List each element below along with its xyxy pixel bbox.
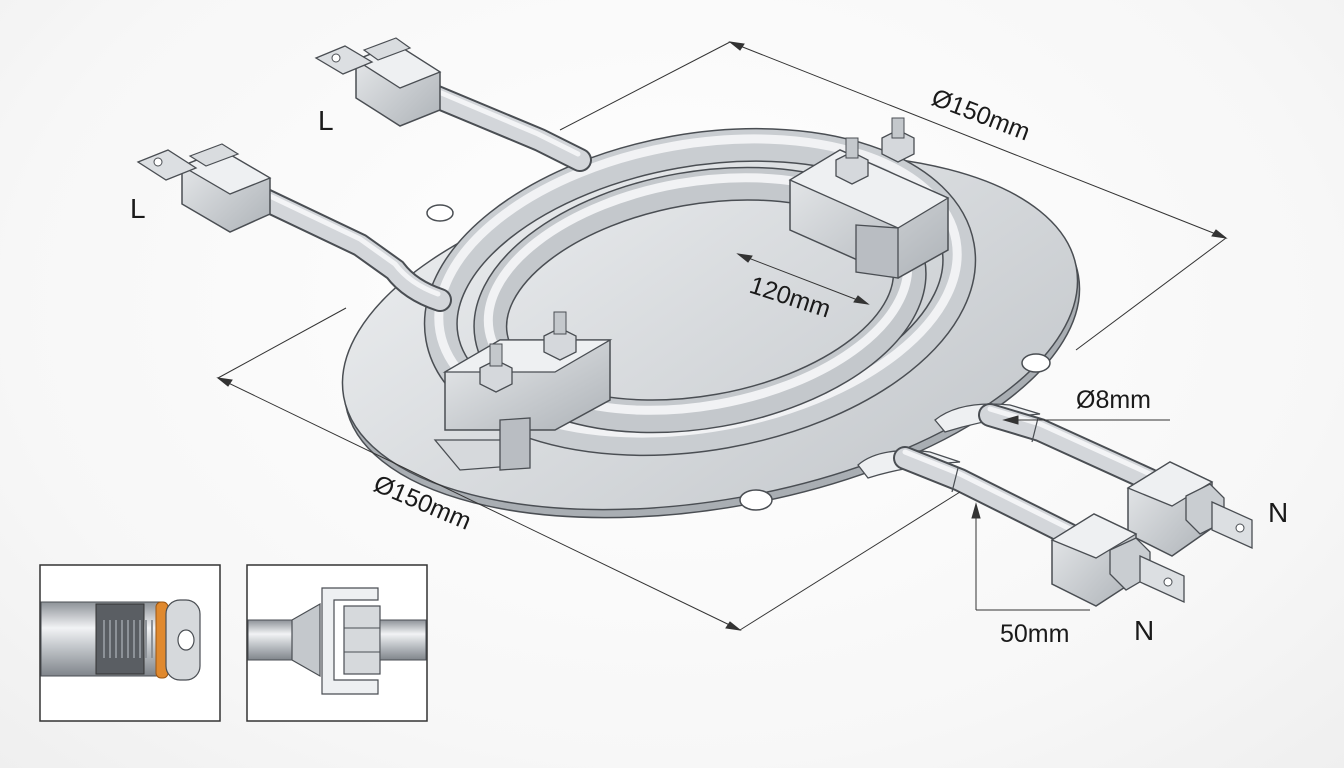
terminal-labels: L L N N	[130, 105, 1288, 646]
terminal-label-right-lower: N	[1134, 615, 1154, 646]
heating-coil	[423, 127, 977, 457]
mounting-hole	[426, 204, 454, 222]
hex-nut	[479, 343, 513, 393]
mounting-hole	[1021, 353, 1051, 373]
hex-nut	[881, 117, 915, 163]
outer-diameter-top-label: Ø150mm	[928, 83, 1034, 146]
dimension-lines	[216, 41, 1228, 631]
terminal-length-label: 50mm	[1000, 620, 1069, 648]
terminal-connector-right-upper	[1126, 461, 1253, 557]
terminal-connector-top	[314, 37, 442, 127]
terminal-label-top-left: L	[318, 105, 334, 136]
terminal-label-right-upper: N	[1268, 497, 1288, 528]
mounting-hole	[739, 489, 773, 511]
terminal-leg-left	[243, 183, 452, 312]
tube-diameter-label: Ø8mm	[1076, 386, 1151, 414]
terminal-label-left: L	[130, 193, 146, 224]
terminal-connector-left	[136, 143, 272, 233]
terminal-connector-right-lower	[1050, 513, 1185, 607]
terminal-leg-top	[408, 78, 592, 172]
hex-nut	[543, 311, 577, 361]
clamp-bracket-front	[433, 311, 613, 471]
detail-inset-threaded-end	[39, 564, 221, 722]
clamp-bracket-back	[788, 117, 950, 279]
terminal-leg-right-lower	[893, 446, 1082, 547]
detail-inset-compression-fitting	[246, 564, 428, 722]
hex-nut	[835, 137, 869, 185]
